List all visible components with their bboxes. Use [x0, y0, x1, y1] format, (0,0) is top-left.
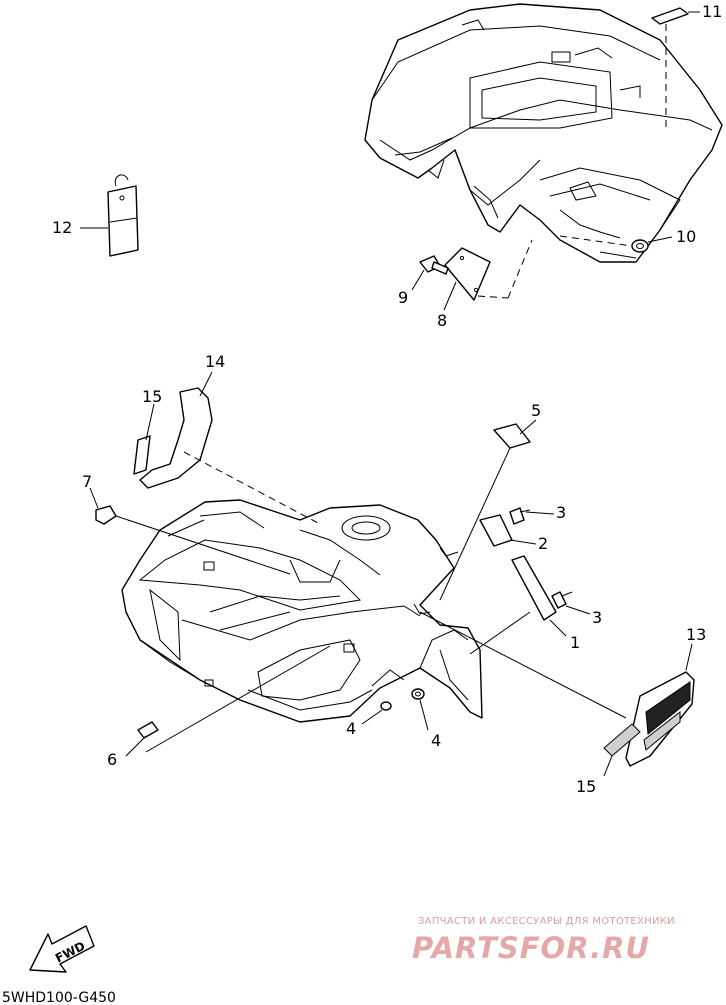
callout-10: 10 — [676, 227, 696, 246]
leader-13 — [685, 643, 693, 671]
bolt-9 — [419, 255, 449, 275]
callout-11: 11 — [702, 2, 722, 21]
callout-4-left: 4 — [346, 719, 356, 738]
callout-13: 13 — [686, 625, 706, 644]
leader-1b — [469, 611, 531, 655]
leader-8 — [443, 281, 457, 311]
leader-15b — [603, 755, 613, 777]
callout-4-right: 4 — [431, 731, 441, 750]
leader-3a — [525, 511, 555, 515]
decal-13 — [625, 671, 695, 767]
bolt-3-upper — [509, 507, 531, 525]
leader-6b — [145, 645, 331, 753]
plate-2 — [479, 514, 513, 547]
leader-5 — [519, 419, 537, 435]
leader-4a — [361, 709, 383, 725]
callout-14: 14 — [205, 352, 225, 371]
callout-3-lower: 3 — [592, 608, 602, 627]
decal-5 — [493, 423, 531, 449]
callout-3-upper: 3 — [556, 503, 566, 522]
front-fender — [121, 499, 483, 723]
watermark-logo: PARTSFOR.RU — [412, 931, 650, 965]
fastener-4-left — [380, 701, 392, 711]
leader-14 — [199, 371, 213, 397]
callout-7: 7 — [82, 472, 92, 491]
callout-6: 6 — [107, 750, 117, 769]
dash-8b — [507, 239, 533, 299]
decal-15-lower — [603, 723, 641, 757]
decal-6 — [137, 721, 159, 739]
leader-2 — [509, 539, 537, 545]
dash-8 — [477, 295, 509, 299]
watermark-tagline: ЗАПЧАСТИ И АКСЕССУАРЫ ДЛЯ МОТОТЕХНИКИ — [418, 916, 675, 927]
leader-3b — [565, 605, 591, 615]
dash-14 — [183, 451, 321, 525]
dash-10 — [559, 235, 633, 247]
leader-15a — [145, 403, 155, 441]
callout-8: 8 — [437, 311, 447, 330]
plate-8 — [444, 247, 491, 301]
tag-12 — [107, 174, 139, 257]
callout-15-lower: 15 — [576, 777, 596, 796]
callout-5: 5 — [531, 401, 541, 420]
bolt-3-lower — [551, 591, 573, 609]
leader-7b — [115, 515, 291, 575]
leader-9 — [411, 269, 425, 291]
rear-fender — [364, 3, 723, 263]
callout-12: 12 — [52, 218, 72, 237]
grommet-10 — [631, 239, 649, 253]
leader-7 — [89, 487, 99, 509]
leader-6 — [125, 735, 147, 757]
leader-4b — [419, 699, 429, 731]
fwd-arrow: FWD — [29, 925, 95, 973]
leader-10 — [647, 236, 673, 243]
callout-2: 2 — [538, 534, 548, 553]
part-7 — [95, 505, 117, 525]
leader-5b — [439, 447, 511, 601]
leader-1 — [549, 619, 567, 637]
callout-9: 9 — [398, 288, 408, 307]
diagram-code: 5WHD100-G450 — [2, 990, 116, 1005]
decal-15-upper — [133, 435, 151, 475]
callout-15-upper: 15 — [142, 387, 162, 406]
panel-14 — [139, 387, 213, 489]
callout-1: 1 — [570, 633, 580, 652]
decal-11 — [651, 7, 689, 25]
leader-13b — [419, 611, 627, 719]
fastener-4-right — [411, 688, 425, 700]
plate-1 — [511, 555, 557, 621]
